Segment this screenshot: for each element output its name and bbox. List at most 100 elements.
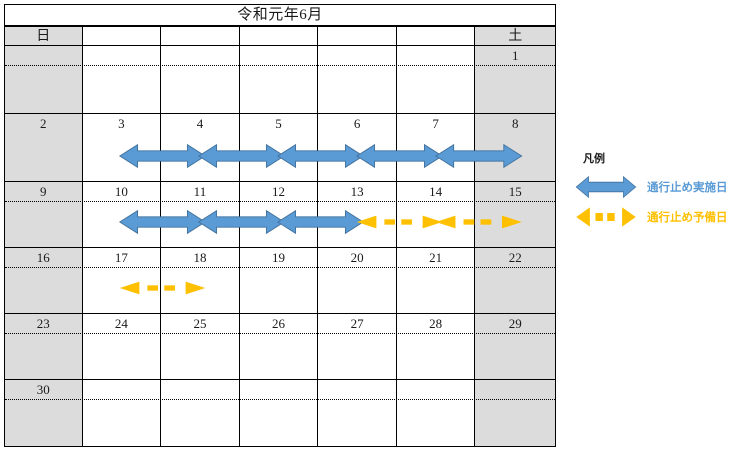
calendar-grid: 日 土 [5, 27, 556, 446]
day-number: 22 [508, 250, 522, 265]
calendar-day-cell[interactable]: 1 [475, 46, 556, 113]
double-arrow-solid-icon [575, 175, 637, 199]
day-number: 30 [36, 382, 50, 397]
day-number: 27 [350, 316, 364, 331]
calendar-week-row: 16 17 18 19 20 21 22 [5, 248, 556, 314]
calendar-day-cell[interactable]: 30 [5, 380, 83, 446]
calendar-week-row: 2 3 4 5 6 7 8 [5, 114, 556, 182]
calendar-day-cell[interactable] [82, 380, 162, 446]
day-number: 26 [272, 316, 286, 331]
calendar-day-cell[interactable]: 24 [82, 314, 162, 379]
calendar-day-cell[interactable] [318, 380, 397, 446]
calendar-day-cell[interactable]: 23 [5, 314, 83, 379]
weekday-header-sunday: 日 [5, 27, 83, 45]
calendar-day-cell[interactable]: 28 [396, 314, 476, 379]
row-divider [5, 399, 555, 400]
calendar-day-cell[interactable]: 4 [161, 114, 240, 181]
day-number: 20 [350, 250, 364, 265]
calendar-day-cell[interactable] [5, 46, 83, 113]
row-divider [5, 201, 555, 202]
calendar-day-cell[interactable] [161, 46, 240, 113]
day-number: 9 [40, 184, 47, 199]
calendar-day-cell[interactable]: 18 [161, 248, 240, 313]
calendar-day-cell[interactable]: 9 [5, 182, 83, 247]
calendar-week-row: 23 24 25 26 27 28 29 [5, 314, 556, 380]
day-number: 19 [272, 250, 286, 265]
calendar-day-cell[interactable] [475, 380, 556, 446]
calendar-day-cell[interactable] [396, 46, 476, 113]
calendar-day-cell[interactable] [239, 46, 319, 113]
calendar-day-cell[interactable] [161, 380, 240, 446]
double-arrow-dashed-icon [575, 205, 637, 229]
calendar-day-cell[interactable]: 11 [161, 182, 240, 247]
day-number: 14 [429, 184, 443, 199]
calendar-day-cell[interactable]: 13 [318, 182, 397, 247]
calendar-day-cell[interactable]: 19 [239, 248, 319, 313]
calendar-day-cell[interactable]: 20 [318, 248, 397, 313]
day-number: 2 [40, 116, 47, 131]
legend-item-closure: 通行止め実施日 [575, 172, 735, 202]
legend-label: 通行止め予備日 [647, 212, 728, 224]
calendar-day-cell[interactable]: 15 [475, 182, 556, 247]
calendar-day-cell[interactable] [396, 380, 476, 446]
legend-label: 通行止め実施日 [647, 182, 728, 194]
weekday-header-tuesday [161, 27, 240, 45]
calendar-day-cell[interactable]: 5 [239, 114, 319, 181]
calendar-day-cell[interactable]: 25 [161, 314, 240, 379]
weekday-label: 日 [36, 29, 51, 44]
weekday-header-thursday [318, 27, 397, 45]
day-number: 7 [432, 116, 439, 131]
calendar-day-cell[interactable]: 22 [475, 248, 556, 313]
day-number: 5 [275, 116, 282, 131]
calendar-day-cell[interactable] [318, 46, 397, 113]
weekday-label: 土 [508, 29, 523, 44]
day-number: 15 [508, 184, 522, 199]
day-number: 4 [196, 116, 204, 131]
page-title: 令和元年6月 [237, 6, 323, 23]
weekday-header-friday [396, 27, 476, 45]
calendar-table: 令和元年6月 日 [4, 4, 556, 447]
day-number: 3 [118, 116, 125, 131]
calendar-day-cell[interactable]: 17 [82, 248, 162, 313]
day-number: 16 [36, 250, 50, 265]
calendar-day-cell[interactable]: 27 [318, 314, 397, 379]
calendar-day-cell[interactable]: 7 [396, 114, 476, 181]
day-number: 6 [353, 116, 361, 131]
calendar-week-row: 1 [5, 46, 556, 114]
calendar-day-cell[interactable]: 26 [239, 314, 319, 379]
day-number: 28 [429, 316, 443, 331]
calendar-day-cell[interactable]: 12 [239, 182, 319, 247]
calendar-day-cell[interactable]: 10 [82, 182, 162, 247]
day-number: 24 [114, 316, 128, 331]
row-divider [5, 65, 555, 66]
legend-item-reserve: 通行止め予備日 [575, 202, 735, 232]
legend-title: 凡例 [583, 153, 605, 165]
calendar-day-cell[interactable]: 6 [318, 114, 397, 181]
calendar-day-cell[interactable] [239, 380, 319, 446]
day-number: 17 [114, 250, 128, 265]
calendar-title-row: 令和元年6月 [5, 5, 555, 27]
day-number: 21 [429, 250, 443, 265]
calendar-day-cell[interactable]: 29 [475, 314, 556, 379]
day-number: 18 [193, 250, 207, 265]
weekday-header-row: 日 土 [5, 27, 556, 46]
calendar-day-cell[interactable]: 3 [82, 114, 162, 181]
calendar-day-cell[interactable]: 8 [475, 114, 556, 181]
day-number: 11 [193, 184, 207, 199]
calendar-day-cell[interactable] [82, 46, 162, 113]
calendar-day-cell[interactable]: 2 [5, 114, 83, 181]
day-number: 25 [193, 316, 207, 331]
weekday-header-monday [82, 27, 162, 45]
day-number: 23 [36, 316, 50, 331]
day-number: 13 [350, 184, 364, 199]
calendar-day-cell[interactable]: 14 [396, 182, 476, 247]
calendar-day-cell[interactable]: 21 [396, 248, 476, 313]
day-number: 8 [512, 116, 519, 131]
legend: 凡例 通行止め実施日 通行止め予備日 [575, 150, 735, 232]
row-divider [5, 267, 555, 268]
calendar-week-row: 9 10 11 12 13 14 15 [5, 182, 556, 248]
day-number: 29 [508, 316, 522, 331]
calendar-day-cell[interactable]: 16 [5, 248, 83, 313]
calendar-week-row: 30 [5, 380, 556, 446]
day-number: 1 [512, 48, 519, 63]
